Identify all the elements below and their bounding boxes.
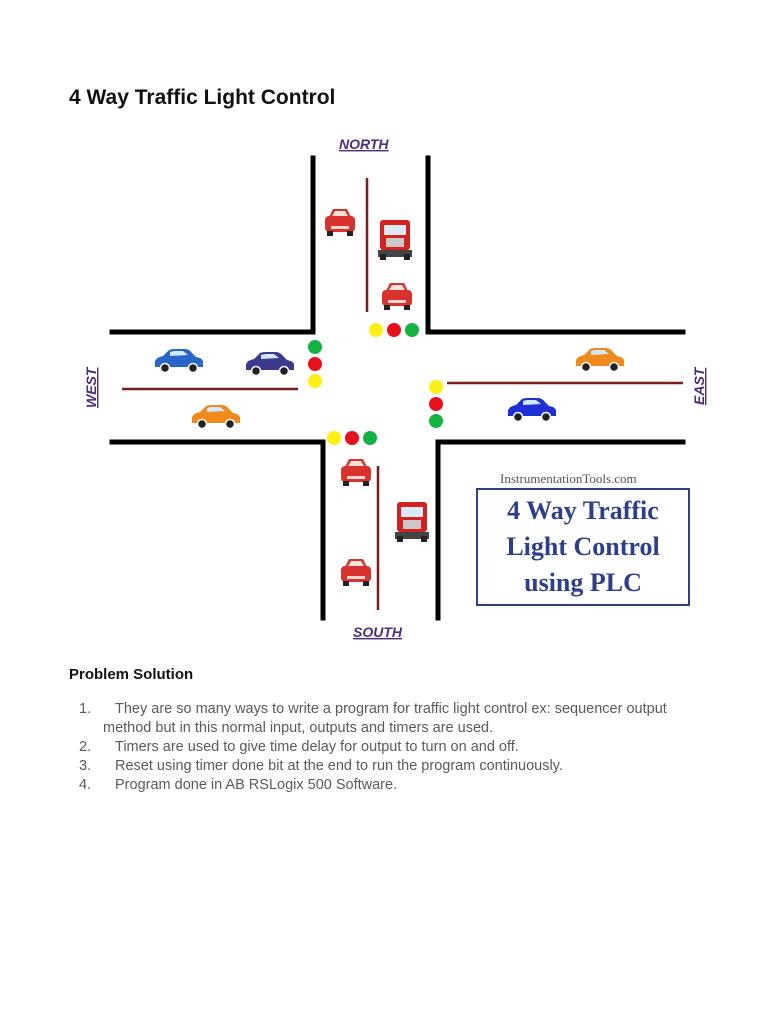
car-icon (341, 559, 371, 586)
list-item-text: Reset using timer done bit at the end to… (115, 758, 563, 774)
east-label: EAST (691, 366, 707, 405)
traffic-light-icon (308, 340, 322, 388)
list-item-text: Timers are used to give time delay for o… (115, 739, 519, 755)
west-label: WEST (83, 366, 99, 408)
page-title: 4 Way Traffic Light Control (69, 86, 336, 109)
watermark: InstrumentationTools.com (500, 471, 637, 486)
list-item: 1. They are so many ways to write a prog… (79, 700, 679, 738)
list-item-number: 2. (79, 739, 92, 755)
list-item-number: 1. (79, 701, 92, 717)
car-icon (245, 351, 295, 377)
traffic-light-icon (327, 431, 377, 445)
car-icon (382, 283, 412, 310)
promo-box: 4 Way Traffic Light Control using PLC (476, 488, 690, 606)
promo-line: Light Control (506, 532, 660, 561)
section-heading: Problem Solution (69, 666, 194, 683)
list-item-number: 3. (79, 758, 92, 774)
traffic-light-icon (429, 380, 443, 428)
car-icon (341, 459, 371, 486)
car-icon (325, 209, 355, 236)
truck-icon (378, 220, 412, 260)
list-item-text: Program done in AB RSLogix 500 Software. (115, 777, 398, 793)
solution-list: 1. They are so many ways to write a prog… (79, 700, 679, 795)
north-label: NORTH (339, 136, 389, 152)
car-icon (507, 397, 557, 423)
car-icon (154, 348, 204, 374)
list-item-text: They are so many ways to write a program… (103, 701, 667, 736)
intersection-diagram: NORTH SOUTH WEST EAST (83, 136, 707, 640)
car-icon (191, 404, 241, 430)
list-item: 4. Program done in AB RSLogix 500 Softwa… (79, 776, 679, 795)
traffic-light-icon (369, 323, 419, 337)
list-item-number: 4. (79, 777, 92, 793)
truck-icon (395, 502, 429, 542)
list-item: 3. Reset using timer done bit at the end… (79, 757, 679, 776)
list-item: 2. Timers are used to give time delay fo… (79, 738, 679, 757)
promo-line: 4 Way Traffic (507, 496, 659, 525)
south-label: SOUTH (353, 624, 403, 640)
car-icon (575, 347, 625, 373)
promo-line: using PLC (524, 568, 642, 597)
